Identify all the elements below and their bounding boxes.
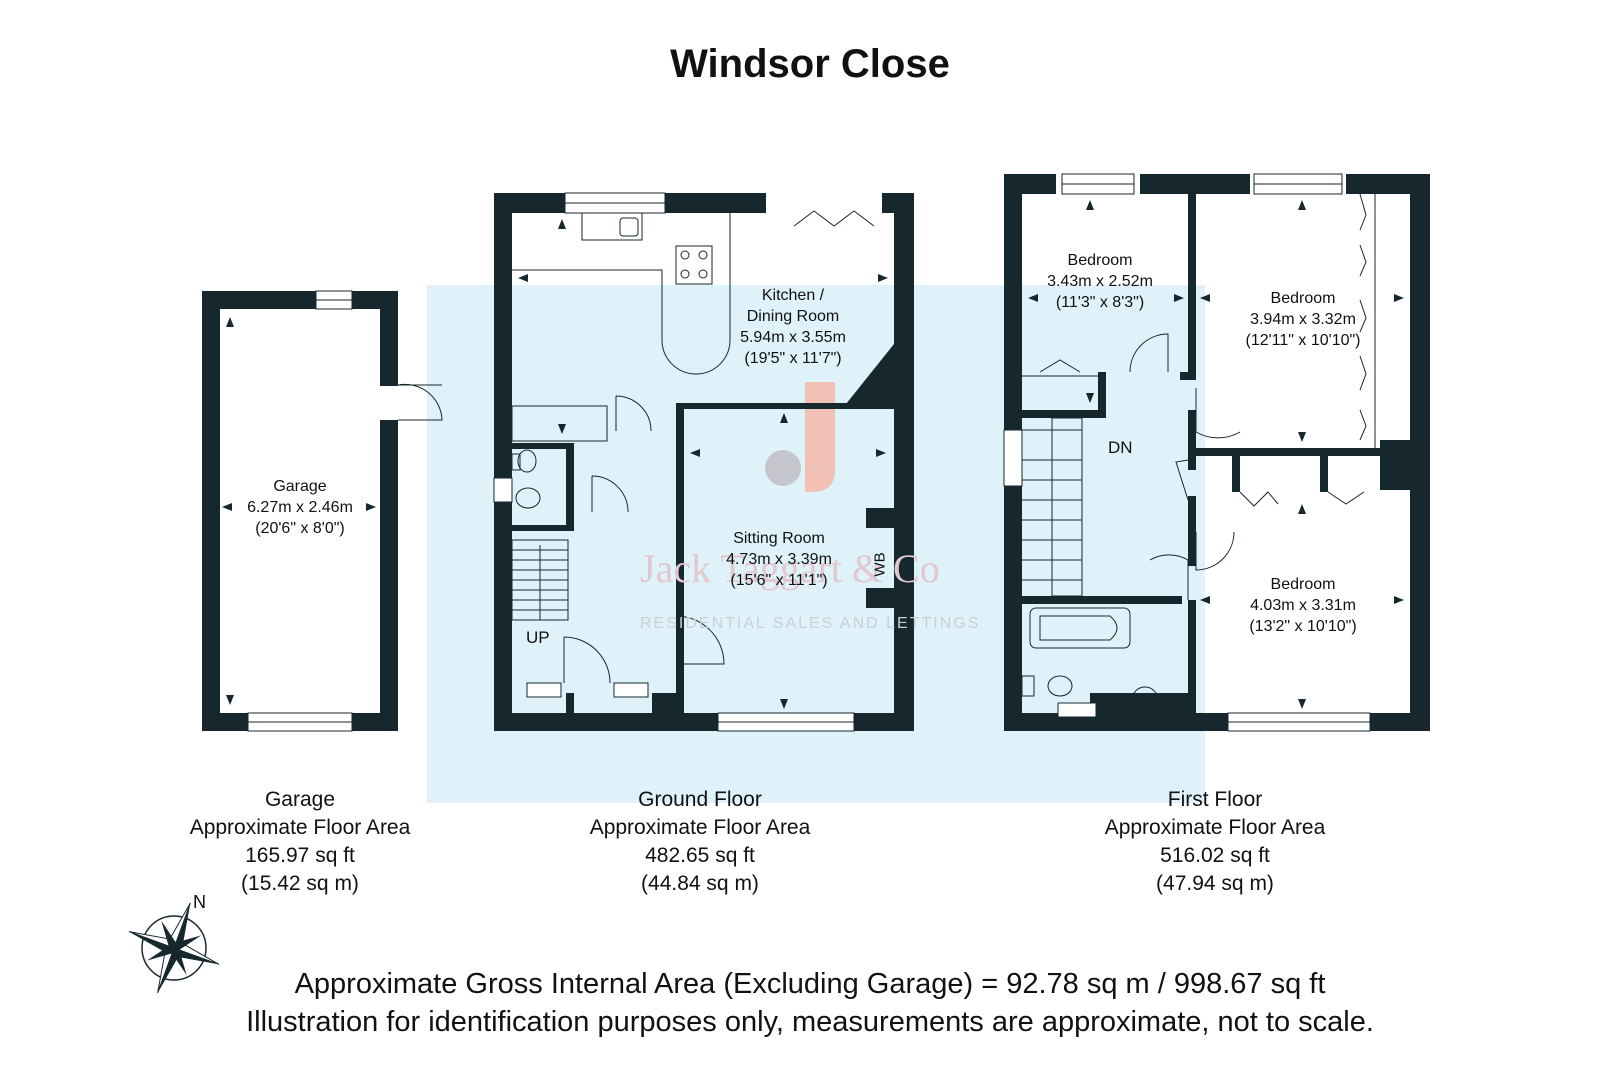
- room-size-imperial: (12'11" x 10'10"): [1245, 332, 1361, 349]
- floor-sqft: 482.65 sq ft: [645, 844, 755, 867]
- room-size-imperial: (13'2" x 10'10"): [1249, 618, 1357, 635]
- garage-openings: [247, 290, 443, 732]
- room-name-line2: Dining Room: [746, 308, 840, 325]
- watermark-logo: [765, 382, 835, 492]
- floor-sqft: 516.02 sq ft: [1160, 844, 1270, 867]
- gross-internal-area: Approximate Gross Internal Area (Excludi…: [294, 968, 1326, 1000]
- floor-name: Ground Floor: [638, 788, 762, 811]
- room-size-metric: 4.73m x 3.39m: [726, 551, 832, 568]
- room-name-line1: Kitchen /: [761, 287, 825, 304]
- dimension-arrows: [222, 200, 1404, 709]
- floor-name: First Floor: [1167, 788, 1263, 811]
- room-size-imperial: (20'6" x 8'0"): [255, 520, 345, 537]
- room-name: Bedroom: [1067, 252, 1133, 269]
- room-name: Bedroom: [1270, 576, 1336, 593]
- first-floor-walls: [1004, 174, 1430, 731]
- room-size-imperial: (11'3" x 8'3"): [1055, 294, 1145, 311]
- stairs-down-marker: DN: [1108, 438, 1133, 457]
- room-name: Bedroom: [1270, 290, 1336, 307]
- room-size-imperial: (15'6" x 11'1"): [730, 572, 828, 589]
- room-size-metric: 6.27m x 2.46m: [247, 499, 353, 516]
- plan-title: Windsor Close: [670, 42, 950, 86]
- floor-area-first: First Floor Approximate Floor Area 516.0…: [1065, 786, 1365, 898]
- room-size-metric: 3.94m x 3.32m: [1250, 311, 1356, 328]
- floor-caption: Approximate Floor Area: [189, 816, 411, 839]
- room-label-bedroom-1: Bedroom 3.43m x 2.52m (11'3" x 8'3"): [1030, 250, 1170, 313]
- watermark-tagline: RESIDENTIAL SALES AND LETTINGS: [640, 615, 981, 632]
- room-size-metric: 5.94m x 3.55m: [740, 329, 846, 346]
- floor-sqm: (44.84 sq m): [641, 872, 759, 895]
- ground-floor-openings: [493, 192, 855, 732]
- room-label-kitchen: Kitchen / Dining Room 5.94m x 3.55m (19'…: [718, 285, 868, 369]
- room-label-bedroom-3: Bedroom 4.03m x 3.31m (13'2" x 10'10"): [1228, 574, 1378, 637]
- room-size-metric: 3.43m x 2.52m: [1047, 273, 1153, 290]
- first-floor-fittings: [1021, 193, 1376, 714]
- disclaimer: Illustration for identification purposes…: [246, 1006, 1374, 1038]
- room-label-garage: Garage 6.27m x 2.46m (20'6" x 8'0"): [220, 476, 380, 539]
- floor-sqm: (15.42 sq m): [241, 872, 359, 895]
- room-size-metric: 4.03m x 3.31m: [1250, 597, 1356, 614]
- room-label-sitting-room: Sitting Room 4.73m x 3.39m (15'6" x 11'1…: [704, 528, 854, 591]
- floor-area-ground: Ground Floor Approximate Floor Area 482.…: [550, 786, 850, 898]
- floor-caption: Approximate Floor Area: [589, 816, 811, 839]
- watermark-company-name: Jack Taggart & Co: [640, 546, 940, 591]
- floor-sqm: (47.94 sq m): [1156, 872, 1274, 895]
- floor-sqft: 165.97 sq ft: [245, 844, 355, 867]
- compass-north-label: N: [193, 892, 206, 912]
- room-name: Sitting Room: [733, 530, 825, 547]
- room-label-bedroom-2: Bedroom 3.94m x 3.32m (12'11" x 10'10"): [1228, 288, 1378, 351]
- room-name: Garage: [273, 478, 327, 495]
- floor-caption: Approximate Floor Area: [1104, 816, 1326, 839]
- stairs-up-marker: UP: [526, 628, 550, 647]
- room-size-imperial: (19'5" x 11'7"): [744, 350, 842, 367]
- wardrobe-marker: WB: [871, 552, 889, 577]
- first-floor-openings: [1003, 173, 1371, 732]
- ground-floor-fittings: [511, 210, 875, 684]
- floor-area-garage: Garage Approximate Floor Area 165.97 sq …: [150, 786, 450, 898]
- floor-name: Garage: [264, 788, 336, 811]
- compass-rose-icon: [128, 902, 220, 994]
